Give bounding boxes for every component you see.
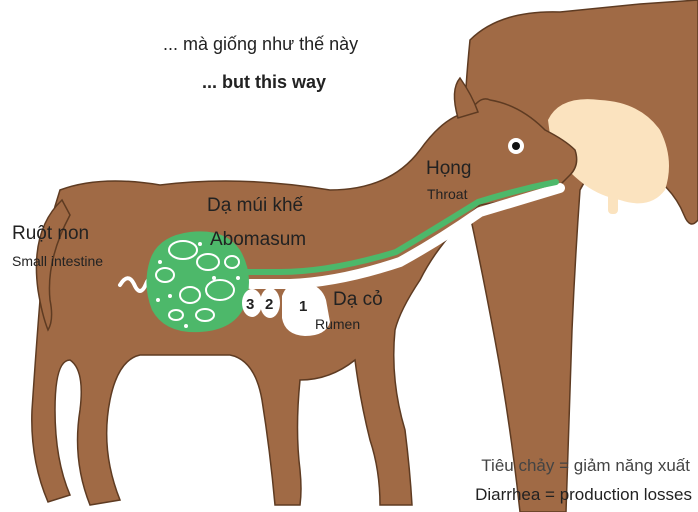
rumen-label-english: Rumen	[315, 316, 360, 332]
throat-label-vietnamese: Họng	[426, 158, 471, 180]
small-intestine-label-english: Small intestine	[12, 253, 103, 269]
abomasum-label-vietnamese: Dạ múi khế	[207, 195, 303, 217]
rumen-label-vietnamese: Dạ cỏ	[333, 289, 383, 311]
abomasum-label-english: Abomasum	[210, 229, 306, 251]
stomach-number-2: 2	[265, 296, 273, 313]
small-intestine-label-vietnamese: Ruột non	[12, 223, 89, 245]
footer-english: Diarrhea = production losses	[475, 485, 692, 505]
cow-body	[464, 0, 698, 512]
footer-vietnamese: Tiêu chảy = giảm năng xuất	[481, 456, 690, 476]
stomach-number-1: 1	[299, 298, 307, 315]
stomach-number-3: 3	[246, 296, 254, 313]
cow-teat	[608, 192, 618, 214]
calf-pupil	[512, 142, 520, 150]
throat-label-english: Throat	[427, 186, 467, 202]
heading-vietnamese: ... mà giống như thế này	[163, 34, 358, 55]
heading-english: ... but this way	[202, 72, 326, 93]
